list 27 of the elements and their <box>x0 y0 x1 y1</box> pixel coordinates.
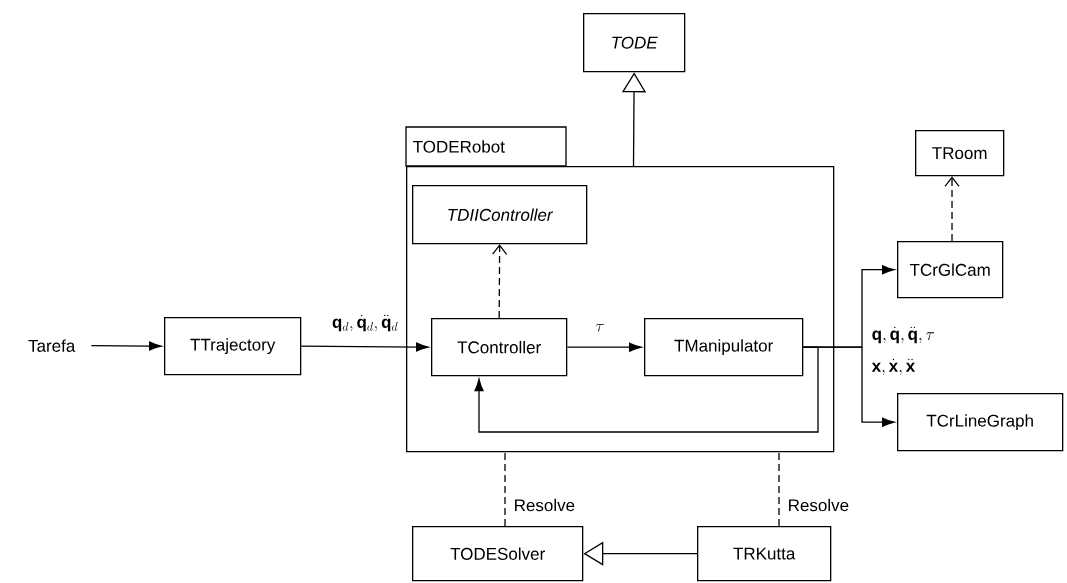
edge-label: $\mathbf{q}_d,\dot{\mathbf{q}}_d,\ddot{\mathbf{q}}_d$ <box>330 313 400 333</box>
class-box: TODE <box>583 13 686 73</box>
class-box: TRoom <box>915 130 1005 177</box>
connector <box>90 341 162 351</box>
connector <box>504 451 506 527</box>
connector <box>778 451 780 527</box>
edge-label: $\tau$ <box>594 322 606 333</box>
connector <box>944 176 960 242</box>
connector <box>566 342 642 352</box>
class-box: TController <box>431 318 568 377</box>
connector <box>474 346 819 433</box>
edge-label: Resolve <box>786 497 851 513</box>
signal-label: $\mathbf{q},\dot{\mathbf{q}},\ddot{\mathbf{q}},\tau$ <box>870 325 936 345</box>
node-label: TODERobot <box>413 140 505 153</box>
input-label: Tarefa <box>12 325 91 366</box>
signal-label: $\mathbf{x},\dot{\mathbf{x}},\ddot{\mathbf{x}}$ <box>870 357 917 377</box>
class-box: TDIIController <box>412 185 588 245</box>
connector <box>300 342 429 352</box>
class-box: TTrajectory <box>164 317 302 376</box>
class-box: TManipulator <box>644 318 804 377</box>
class-box: TRKutta <box>697 526 832 582</box>
class-box: TODESolver <box>412 526 584 582</box>
connector <box>802 346 895 427</box>
connector <box>492 244 508 319</box>
class-box: TCrLineGraph <box>897 393 1064 452</box>
edge-label: Resolve <box>512 497 577 513</box>
class-box: TCrGlCam <box>897 241 1004 299</box>
